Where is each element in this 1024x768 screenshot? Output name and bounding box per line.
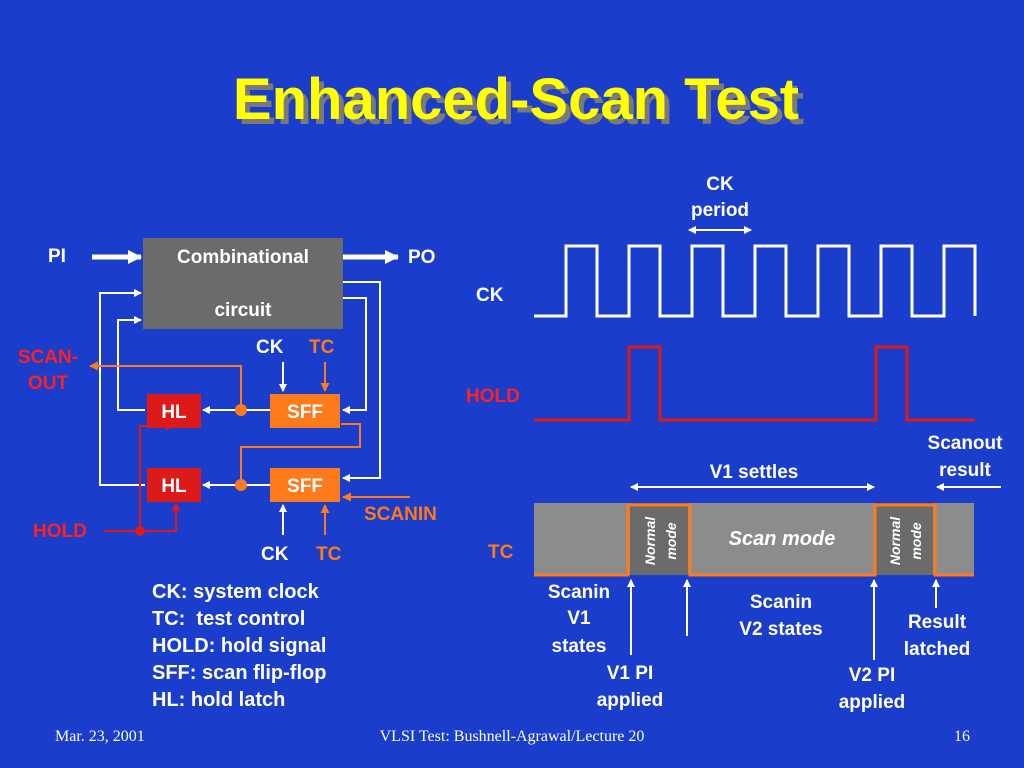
- hold-label-circuit: HOLD: [33, 521, 87, 542]
- sff-label-2: SFF: [287, 476, 323, 497]
- pi-label: PI: [48, 246, 66, 267]
- tc-label-top: TC: [309, 337, 335, 358]
- scan-out-label-line2: OUT: [28, 373, 69, 394]
- normal-mode-block-1: [630, 503, 688, 575]
- scanin-v2-line1: Scanin: [750, 592, 812, 613]
- hold-waveform-label: HOLD: [466, 386, 520, 407]
- normal-mode-1-line2: mode: [663, 522, 679, 560]
- legend-item-hold: HOLD: hold signal: [152, 635, 326, 657]
- normal-mode-1-line1: Normal: [642, 516, 658, 565]
- footer-page-number: 16: [954, 728, 970, 745]
- footer-date: Mar. 23, 2001: [55, 728, 145, 745]
- ck-period-label-line1: CK: [706, 174, 734, 195]
- tc-waveform: [534, 503, 974, 577]
- comb-label-line1: Combinational: [177, 247, 309, 268]
- timing-diagram: CK period CK HOLD Scanout result V1 sett…: [466, 174, 1003, 713]
- result-latched-line1: Result: [908, 612, 967, 633]
- scan-flip-flop-2: [270, 468, 340, 502]
- slide-title: Enhanced-Scan Test: [233, 67, 799, 132]
- sff-label-1: SFF: [287, 402, 323, 423]
- scanin-v1-line2: V1: [567, 608, 591, 629]
- scan-out-label-line1: SCAN-: [18, 347, 78, 368]
- ck-waveform: [534, 244, 977, 318]
- title-shadow: Enhanced-Scan Test: [238, 72, 804, 137]
- junction-dot: [235, 479, 247, 491]
- hold-waveform: [534, 345, 975, 422]
- hold-latch-1: [147, 394, 201, 428]
- hl-label-1: HL: [161, 402, 187, 423]
- normal-mode-2-line1: Normal: [887, 516, 903, 565]
- wire-comb-to-sff2: [342, 281, 381, 482]
- normal-mode-2-line2: mode: [908, 522, 924, 560]
- wire-scan-out: [89, 361, 242, 410]
- scanin-v2-line2: V2 states: [739, 619, 822, 640]
- ck-period-label-line2: period: [691, 200, 749, 221]
- wire-comb-to-sff1: [342, 297, 367, 414]
- hold-latch-2: [147, 468, 201, 502]
- ck-label-top: CK: [256, 337, 284, 358]
- comb-label-line2: circuit: [214, 300, 272, 321]
- hl-label-2: HL: [161, 476, 187, 497]
- tc-label-bottom: TC: [316, 544, 342, 565]
- legend-item-tc: TC: test control: [152, 608, 305, 630]
- junction-dot: [135, 526, 145, 536]
- v1-pi-line1: V1 PI: [607, 663, 653, 684]
- combinational-circuit-block: [143, 238, 343, 329]
- scan-flip-flop-1: [270, 394, 340, 428]
- wire-hold-hl2: [140, 502, 181, 532]
- footer-course: VLSI Test: Bushnell-Agrawal/Lecture 20: [380, 728, 645, 745]
- legend: CK: system clock TC: test control HOLD: …: [152, 581, 326, 711]
- legend-item-hl: HL: hold latch: [152, 689, 285, 711]
- scanout-label-line2: result: [939, 460, 991, 481]
- wire-scan-chain: [240, 423, 361, 485]
- legend-item-ck: CK: system clock: [152, 581, 320, 603]
- v2-pi-line1: V2 PI: [849, 665, 895, 686]
- scanin-label: SCANIN: [364, 504, 437, 525]
- scan-mode-label: Scan mode: [729, 528, 836, 550]
- scanin-v1-line3: states: [552, 636, 607, 657]
- legend-item-sff: SFF: scan flip-flop: [152, 662, 326, 684]
- v2-pi-line2: applied: [839, 692, 906, 713]
- junction-dot: [235, 404, 247, 416]
- v1-pi-line2: applied: [597, 690, 664, 711]
- normal-mode-block-2: [876, 503, 933, 575]
- scanout-label-line1: Scanout: [928, 433, 1004, 454]
- tc-waveform-label: TC: [488, 542, 514, 563]
- wire-hl2-to-comb: [99, 289, 145, 486]
- v1-settles-label: V1 settles: [710, 462, 799, 483]
- circuit-diagram: Combinational circuit PI PO HL HL: [18, 238, 437, 565]
- ck-waveform-label: CK: [476, 285, 504, 306]
- po-label: PO: [408, 247, 435, 268]
- result-latched-line2: latched: [904, 639, 971, 660]
- footer: Mar. 23, 2001 VLSI Test: Bushnell-Agrawa…: [55, 728, 970, 745]
- ck-label-bottom: CK: [261, 544, 289, 565]
- scanin-v1-line1: Scanin: [548, 582, 610, 603]
